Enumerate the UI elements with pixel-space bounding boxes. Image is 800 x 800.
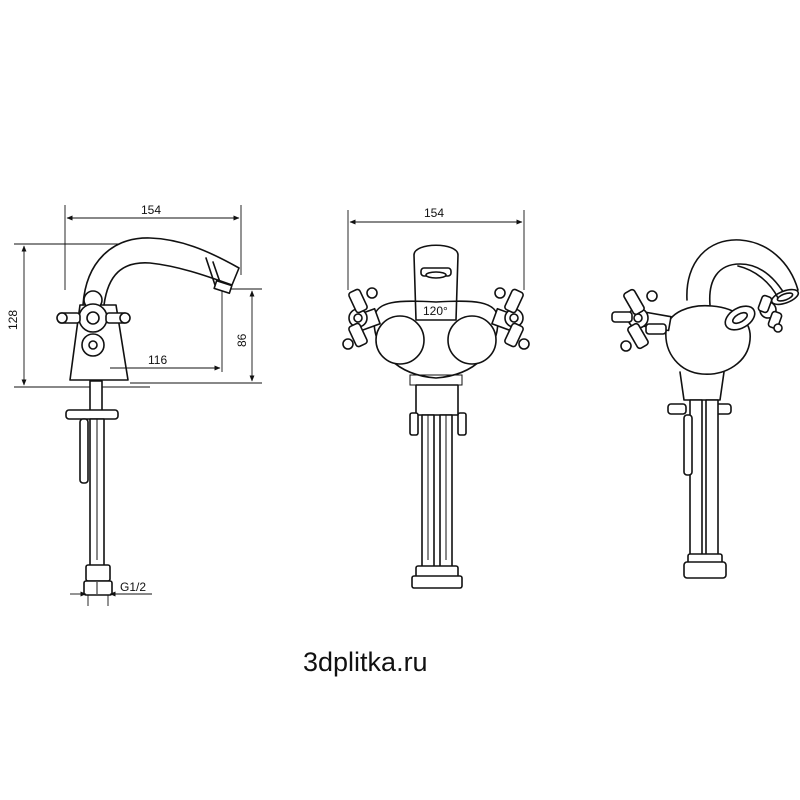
side-thread-label: G1/2 [120,580,146,594]
side-supply-pipes [65,380,119,596]
perspective-view [611,239,800,579]
side-spout [82,237,240,306]
side-width-dimension: 154 [64,203,242,290]
front-width-dimension: 154 [347,206,525,290]
front-angle-label: 120° [423,304,448,318]
side-height-dimension: 128 [6,243,150,388]
side-width-label: 154 [141,203,161,217]
perspective-spout [686,239,799,306]
front-supply-pipes [409,384,467,589]
perspective-handle-rear [757,294,783,333]
perspective-supply-pipes [667,371,732,579]
perspective-body [665,304,751,375]
front-handle-left [342,287,381,350]
front-width-label: 154 [424,206,444,220]
side-spout-height-label: 86 [235,333,249,347]
perspective-handle-front [611,288,672,352]
front-handle-right [491,287,530,350]
side-height-label: 128 [6,310,20,330]
watermark: 3dplitka.ru [303,647,428,677]
side-view: 154 128 86 116 [6,203,262,606]
side-handle-lower [81,333,105,357]
side-reach-label: 116 [148,353,167,367]
front-view: 154 120° [342,206,530,589]
side-spout-height-dimension: 86 [130,288,262,384]
side-handle-upper [56,290,131,333]
side-reach-dimension: 116 [110,291,223,372]
side-thread-dimension: G1/2 [70,580,152,606]
front-spout [413,244,459,321]
